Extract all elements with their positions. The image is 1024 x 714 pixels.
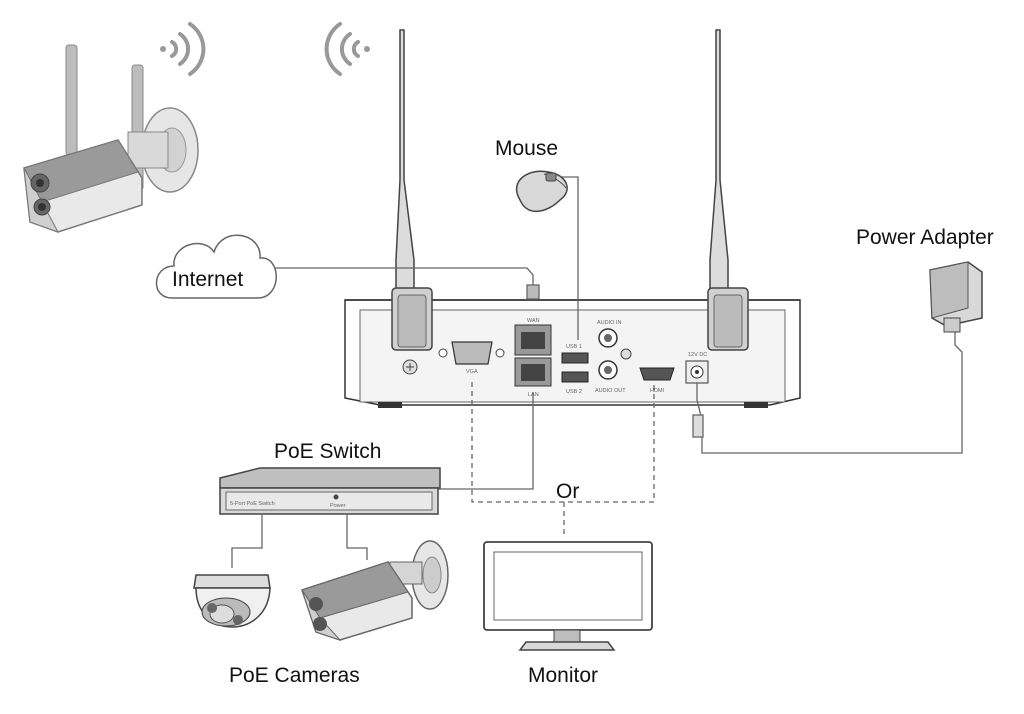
switch-power-text: Power xyxy=(330,503,346,509)
poe-switch: PoE Switch 5-Port PoE Switch Power xyxy=(219,440,441,515)
switch-model-text: 5-Port PoE Switch xyxy=(230,501,275,507)
cables xyxy=(231,176,963,568)
port-label-vga: VGA xyxy=(466,369,478,375)
mouse-device: Mouse xyxy=(495,137,568,212)
port-label-audio-out: AUDIO OUT xyxy=(595,388,626,394)
or-label: Or xyxy=(556,480,579,503)
internet-label: Internet xyxy=(172,268,243,291)
port-label-hdmi: HDMI xyxy=(650,388,665,394)
port-label-audio-in: AUDIO IN xyxy=(597,320,621,326)
monitor-device xyxy=(483,541,653,651)
monitor-connection-dashed xyxy=(471,382,655,538)
port-label-usb1: USB 1 xyxy=(566,344,582,350)
port-label-usb2: USB 2 xyxy=(566,389,582,395)
poe-cameras-label: PoE Cameras xyxy=(229,664,360,687)
wifi-signal-icon xyxy=(324,22,370,76)
dome-camera xyxy=(193,574,271,628)
bullet-camera xyxy=(301,540,449,642)
wifi-camera xyxy=(23,44,199,233)
port-label-wan: WAN xyxy=(527,318,540,324)
power-adapter-label: Power Adapter xyxy=(856,226,994,249)
nvr-device: WAN LAN VGA USB 1 USB 2 AUDIO IN AUDIO O… xyxy=(344,29,801,408)
power-adapter: Power Adapter xyxy=(856,226,994,333)
port-label-power: 12V DC xyxy=(688,352,707,358)
internet-cloud: Internet xyxy=(155,234,277,299)
monitor-label: Monitor xyxy=(528,664,598,687)
poe-switch-label: PoE Switch xyxy=(274,440,381,463)
wifi-signal-icon xyxy=(160,22,206,76)
mouse-label: Mouse xyxy=(495,137,558,160)
